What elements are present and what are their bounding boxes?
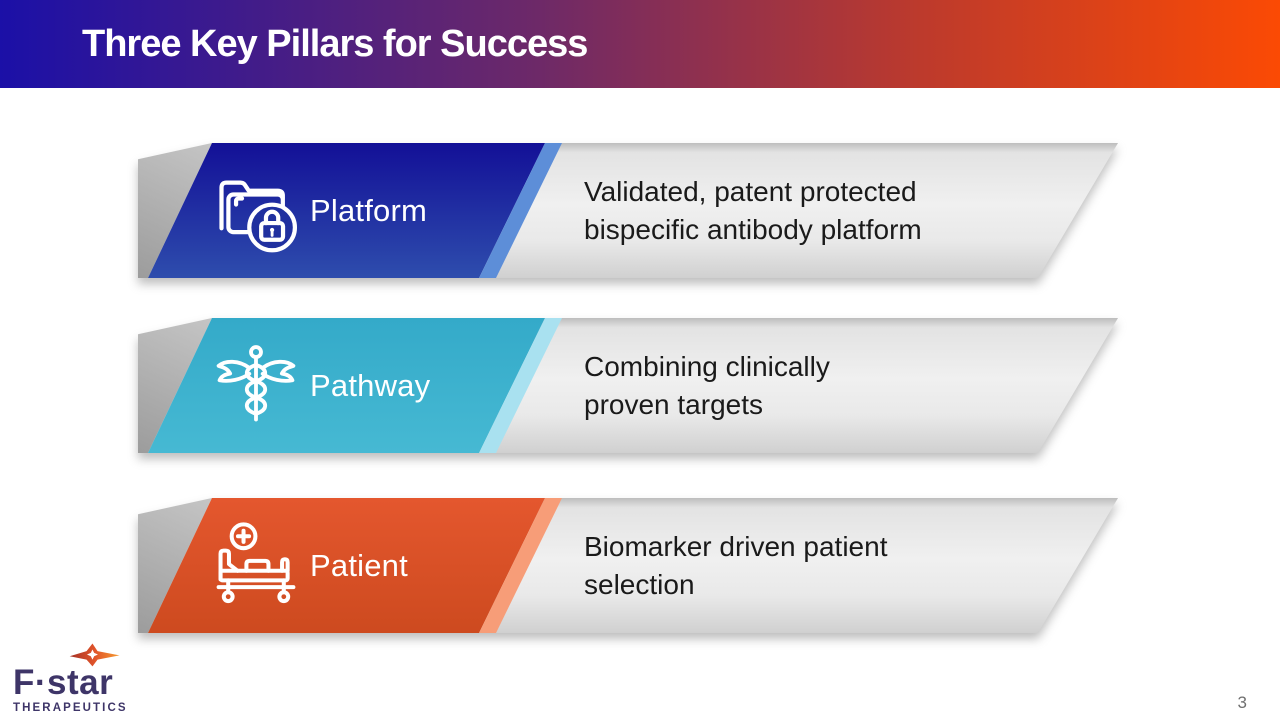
pillar-description: Combining clinically proven targets <box>584 350 830 420</box>
page-number: 3 <box>1237 693 1247 712</box>
pillar-chevron <box>148 318 545 453</box>
pillar-description: Validated, patent protected bispecific a… <box>584 175 922 245</box>
pillar-description: Biomarker driven patient selection <box>584 530 888 600</box>
pillar-chevron <box>148 143 545 278</box>
star-logo-icon <box>69 643 120 667</box>
page-title: Three Key Pillars for Success <box>82 22 588 65</box>
pillar-label: Patient <box>310 547 408 583</box>
pillar-patient: Patient Biomarker driven patient selecti… <box>138 498 1118 633</box>
pillar-chevron <box>148 498 545 633</box>
header: Three Key Pillars for Success <box>0 0 1280 88</box>
pillar-label: Platform <box>310 192 428 228</box>
pillar-platform: Platform Validated, patent protected bis… <box>138 143 1118 278</box>
pillar-label: Pathway <box>310 367 431 403</box>
logo-subtitle: THERAPEUTICS <box>13 702 128 714</box>
fstar-logo: F·star THERAPEUTICS <box>13 641 173 714</box>
logo-wordmark: F·star <box>13 663 114 702</box>
hospital-bed-icon <box>210 518 302 614</box>
caduceus-icon <box>210 338 302 434</box>
folder-lock-icon <box>210 163 302 259</box>
pillar-pathway: Pathway Combining clinically proven targ… <box>138 318 1118 453</box>
